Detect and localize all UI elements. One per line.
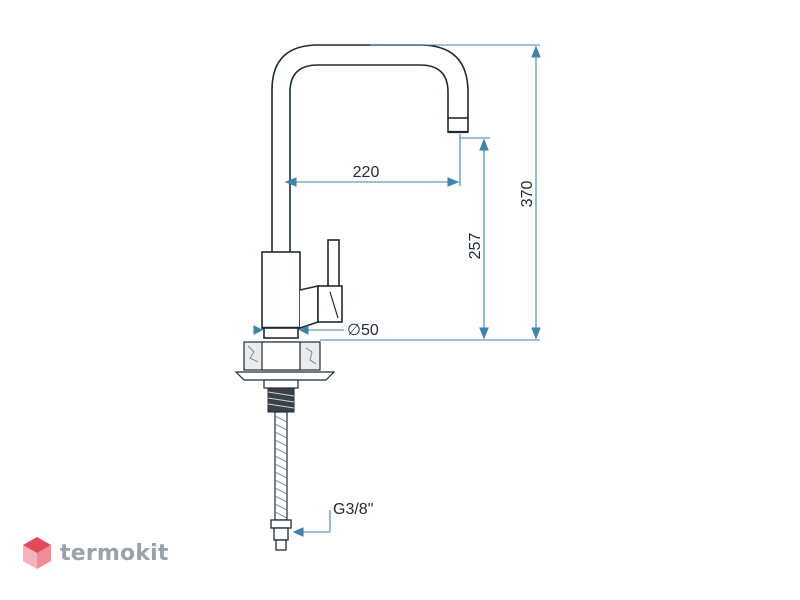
- threaded-shank: [267, 387, 295, 413]
- mounting-base: [234, 341, 336, 389]
- dimension-label-257: 257: [467, 233, 484, 260]
- hose-connector: [270, 519, 292, 551]
- dimension-lines: [253, 44, 541, 537]
- flexible-hose: [274, 411, 288, 521]
- faucet-body: [261, 251, 301, 339]
- dimension-label-370: 370: [519, 181, 536, 208]
- dimension-label-connection: G3/8": [333, 501, 373, 518]
- brand-logo: termokit: [22, 536, 169, 570]
- faucet-handle: [299, 239, 343, 329]
- dimension-label-diameter: ∅50: [347, 322, 379, 339]
- faucet-spout: [271, 44, 469, 252]
- dimension-label-220: 220: [353, 164, 380, 181]
- brand-name: termokit: [60, 540, 169, 566]
- hexagon-logo-icon: [23, 537, 51, 569]
